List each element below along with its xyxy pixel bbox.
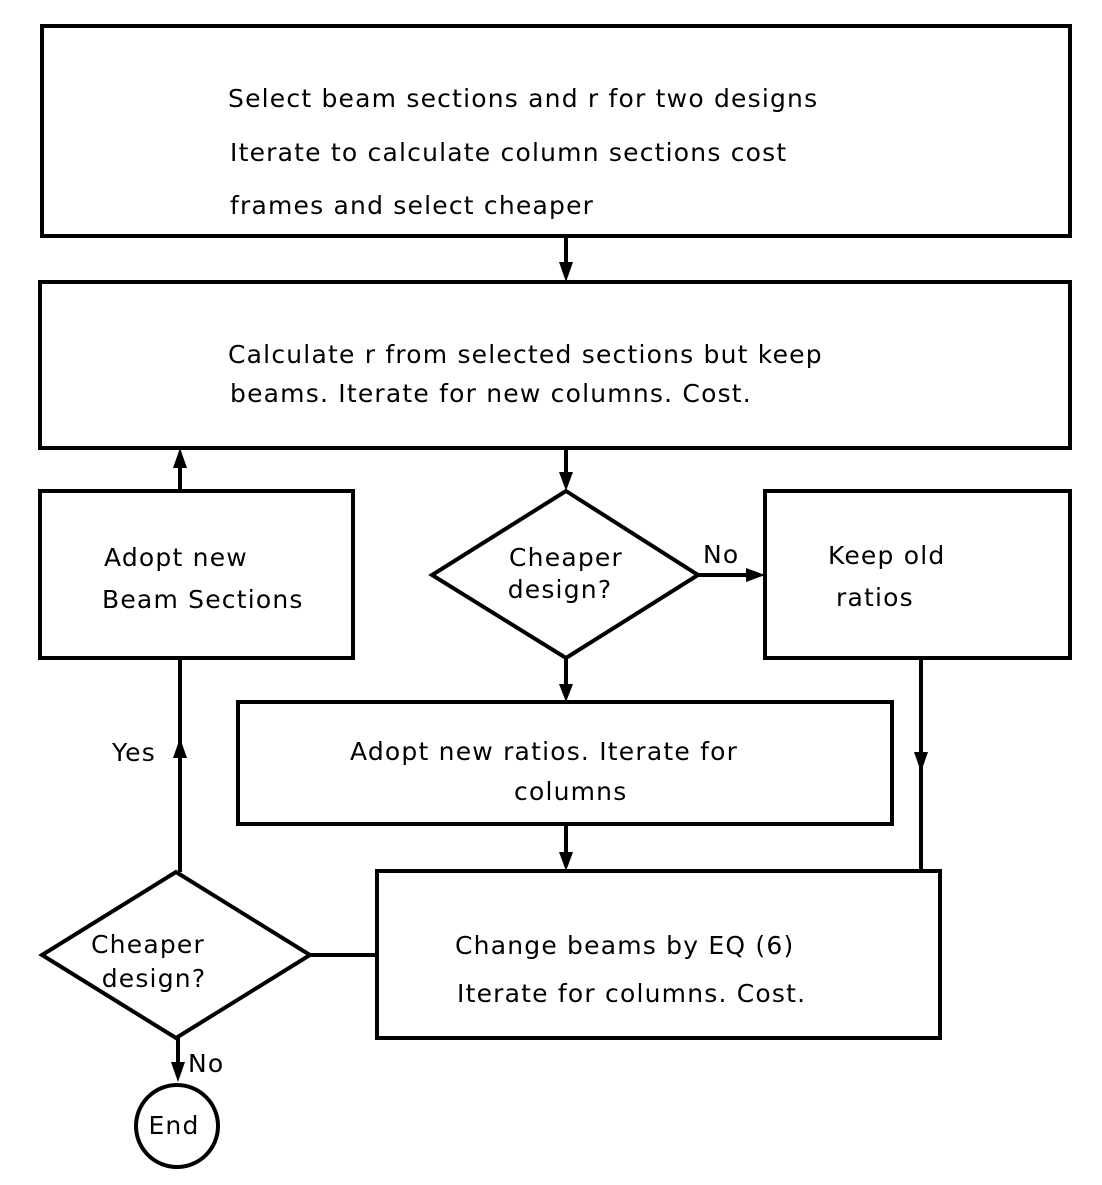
- process-box-frame: [236, 700, 894, 826]
- decision-diamond: [428, 488, 702, 661]
- decision-text: design?: [508, 575, 613, 604]
- process-text: Select beam sections and r for two desig…: [228, 84, 818, 113]
- arrowhead-down-icon: [559, 472, 573, 491]
- arrowhead-down-icon: [559, 852, 573, 871]
- decision-cheaper-design-1: Cheaper design?: [428, 488, 702, 661]
- decision-text: Cheaper: [91, 930, 205, 959]
- arrowhead-down-icon: [559, 684, 573, 702]
- process-text: Beam Sections: [102, 585, 304, 614]
- arrowhead-down-icon: [559, 262, 573, 282]
- process-box-frame: [375, 869, 942, 1040]
- process-box-frame: [40, 24, 1072, 238]
- process-box-frame: [38, 489, 355, 660]
- process-text: ratios: [836, 583, 914, 612]
- connectors: [171, 236, 928, 1082]
- process-box-select-sections: Select beam sections and r for two desig…: [40, 24, 1072, 238]
- process-text: Iterate for columns. Cost.: [457, 979, 806, 1008]
- process-text: Adopt new: [104, 543, 248, 572]
- arrowhead-right-icon: [746, 568, 765, 582]
- process-text: Keep old: [828, 541, 945, 570]
- label-no: No: [703, 540, 739, 569]
- process-text: columns: [514, 777, 627, 806]
- process-text: frames and select cheaper: [230, 191, 594, 220]
- process-box-change-beams: Change beams by EQ (6) Iterate for colum…: [375, 869, 942, 1040]
- label-yes: Yes: [111, 738, 156, 767]
- decision-text: Cheaper: [509, 543, 623, 572]
- terminal-text: End: [148, 1111, 199, 1140]
- decision-cheaper-design-2: Cheaper design?: [38, 869, 314, 1041]
- process-text: Calculate r from selected sections but k…: [228, 340, 823, 369]
- process-box-calculate-r: Calculate r from selected sections but k…: [38, 280, 1072, 450]
- process-box-frame: [38, 280, 1072, 450]
- process-text: Iterate to calculate column sections cos…: [230, 138, 787, 167]
- process-text: Adopt new ratios. Iterate for: [350, 737, 738, 766]
- arrowhead-down-icon: [171, 1062, 185, 1082]
- label-no: No: [188, 1049, 224, 1078]
- process-box-adopt-beam-sections: Adopt new Beam Sections: [38, 489, 355, 660]
- decision-diamond: [38, 869, 314, 1041]
- process-text: beams. Iterate for new columns. Cost.: [230, 379, 752, 408]
- process-box-keep-old-ratios: Keep old ratios: [763, 489, 1072, 660]
- terminal-end: End: [134, 1083, 220, 1169]
- decision-text: design?: [102, 964, 207, 993]
- arrowhead-up-icon: [173, 738, 187, 758]
- process-box-adopt-new-ratios: Adopt new ratios. Iterate for columns: [236, 700, 894, 826]
- arrowhead-down-icon: [914, 752, 928, 772]
- terminal-circle: [134, 1083, 220, 1169]
- process-box-frame: [763, 489, 1072, 660]
- process-text: Change beams by EQ (6): [455, 931, 794, 960]
- arrowhead-up-icon: [173, 448, 187, 468]
